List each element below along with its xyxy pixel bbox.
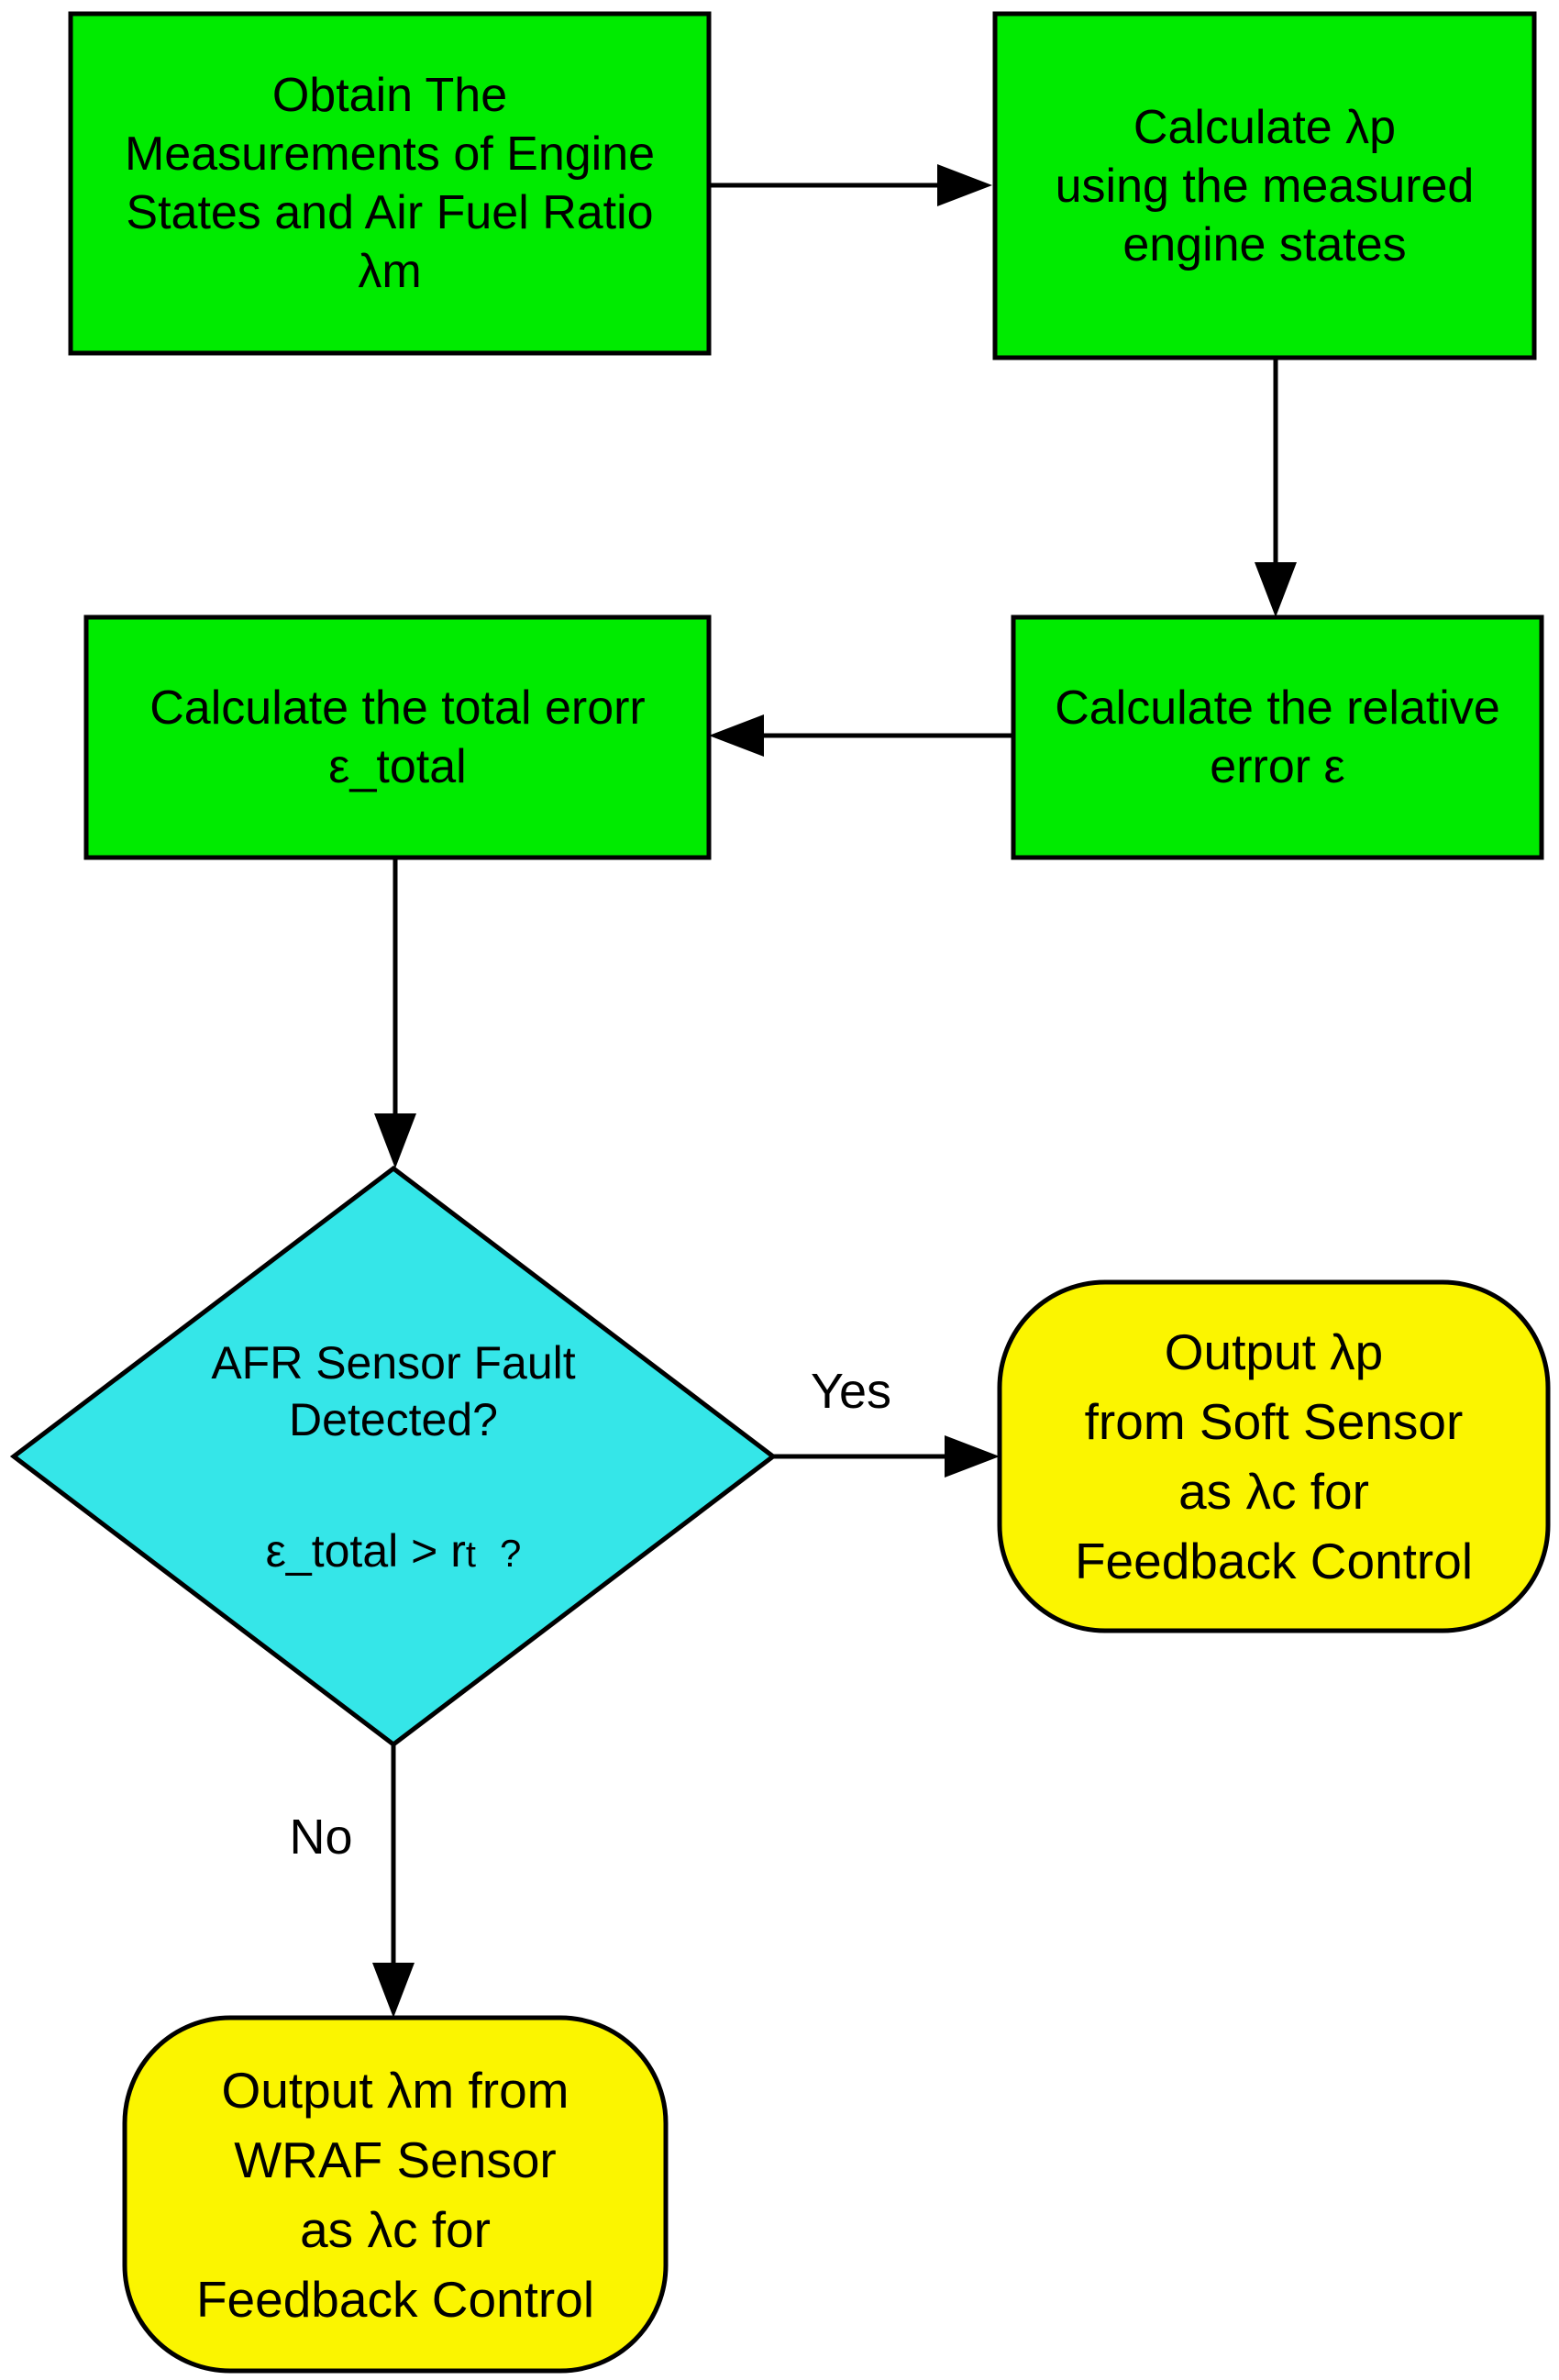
edge-label-yes: Yes [810, 1364, 892, 1419]
text-line: as λc for [300, 2200, 491, 2258]
formula-prefix: ε_total > r [265, 1525, 466, 1577]
text-line: Obtain The [271, 69, 508, 122]
text-line: Measurements of Engine [124, 127, 656, 181]
text-line: Feedback Control [195, 2270, 595, 2328]
process-box-calculate-lambda-p-shape [992, 11, 1537, 360]
text-line: λm [358, 245, 422, 298]
arrowhead-right-icon [937, 164, 992, 206]
process-box-obtain-measurements-shape [68, 11, 712, 356]
text-line: Output λp [1164, 1323, 1384, 1380]
connector-decision-yes-to-output-soft-sensor [773, 1435, 1000, 1478]
text-line: ε_total [328, 740, 467, 793]
text-line: error ε [1210, 740, 1345, 793]
connector-decision-no-to-output-wraf-sensor [372, 1744, 415, 2018]
arrowhead-down-icon [372, 1963, 415, 2018]
arrowhead-left-icon [709, 714, 764, 757]
process-box-calculate-total-error-shape [83, 614, 712, 860]
connector-relative-error-to-total-error [709, 714, 1013, 757]
edge-label-no: No [289, 1810, 353, 1865]
text-line: using the measured [1055, 159, 1475, 213]
formula-subscript: t [465, 1534, 476, 1575]
text-line: WRAF Sensor [234, 2131, 557, 2188]
text-line: Calculate the relative [1055, 681, 1500, 735]
connector-obtain-to-calculate-lambda-p [709, 164, 992, 206]
text-line: Calculate λp [1133, 100, 1397, 154]
connector-total-error-to-decision [374, 858, 416, 1168]
text-line: as λc for [1178, 1463, 1369, 1520]
text-line: Detected? [289, 1394, 498, 1445]
decision-diamond-shape [9, 1165, 778, 1748]
arrowhead-down-icon [374, 1113, 416, 1168]
text-line: States and Air Fuel Ratio [126, 186, 654, 239]
connector-calculate-lambda-p-to-relative-error [1255, 358, 1297, 617]
text-line: from Soft Sensor [1084, 1393, 1464, 1450]
text-line: Output λm from [221, 2061, 569, 2119]
terminal-box-output-wraf-sensor-shape [122, 2015, 669, 2374]
arrowhead-right-icon [945, 1435, 1000, 1478]
text-line: AFR Sensor Fault [211, 1337, 576, 1389]
text-line: Feedback Control [1074, 1533, 1474, 1589]
process-box-calculate-relative-error-shape [1011, 614, 1544, 860]
formula-question-mark: ? [500, 1532, 522, 1575]
arrowhead-down-icon [1255, 562, 1297, 617]
text-line: Calculate the total erorr [149, 681, 646, 735]
text-line: engine states [1122, 217, 1407, 271]
